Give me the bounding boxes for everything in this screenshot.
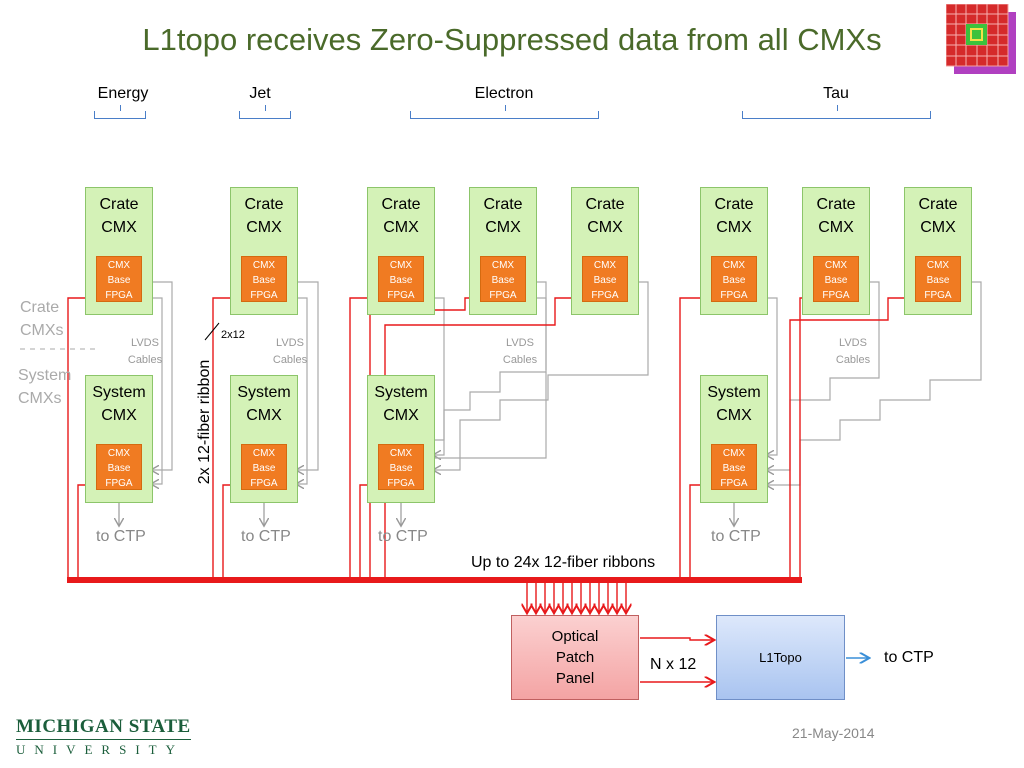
crate-cmx-tau-3: Crate CMX CMX Base FPGA — [904, 187, 972, 315]
crate-cmx-energy: Crate CMX CMX Base FPGA — [85, 187, 153, 315]
group-label-energy: Energy — [97, 85, 149, 102]
date-label: 21-May-2014 — [792, 725, 875, 741]
lvds-cables-label: LVDS Cables — [502, 337, 538, 366]
optical-patch-panel: Optical Patch Panel — [511, 615, 639, 700]
system-cmx-label: System CMX — [374, 384, 428, 424]
system-cmx-energy: System CMX CMX Base FPGA — [85, 375, 153, 503]
crate-cmx-electron-3: Crate CMX CMX Base FPGA — [571, 187, 639, 315]
crate-cmx-label: Crate CMX — [99, 196, 139, 236]
fiber-ribbon-label: 2x 12-fiber ribbon — [196, 359, 213, 485]
cmx-base-fpga: CMX Base FPGA — [711, 256, 757, 302]
brace-energy — [94, 105, 146, 119]
to-ctp-label: to CTP — [96, 528, 146, 545]
system-cmx-label: System CMX — [707, 384, 761, 424]
l1topo-box: L1Topo — [716, 615, 845, 700]
crate-cmx-label: Crate CMX — [714, 196, 754, 236]
system-cmxs-label: System CMXs — [18, 367, 72, 407]
patch-panel-inputs — [527, 583, 626, 612]
page-title: L1topo receives Zero-Suppressed data fro… — [142, 22, 882, 57]
crate-cmx-tau-2: Crate CMX CMX Base FPGA — [802, 187, 870, 315]
l1topo-to-ctp-label: to CTP — [884, 649, 934, 666]
lvds-cables-label: LVDS Cables — [272, 337, 308, 366]
lvds-cables-label: LVDS Cables — [127, 337, 163, 366]
fiber-ribbons — [67, 297, 913, 580]
crate-cmx-electron-1: Crate CMX CMX Base FPGA — [367, 187, 435, 315]
university-line2: UNIVERSITY — [16, 739, 191, 758]
system-cmx-jet: System CMX CMX Base FPGA — [230, 375, 298, 503]
brace-electron — [410, 105, 599, 119]
group-label-tau: Tau — [823, 85, 849, 102]
cmx-base-fpga: CMX Base FPGA — [378, 444, 424, 490]
university-logo: MICHIGAN STATE UNIVERSITY — [16, 716, 191, 758]
crate-cmx-label: Crate CMX — [381, 196, 421, 236]
n-x-12-label: N x 12 — [650, 656, 697, 673]
crate-cmx-jet: Crate CMX CMX Base FPGA — [230, 187, 298, 315]
cmx-base-fpga: CMX Base FPGA — [480, 256, 526, 302]
crate-cmxs-label: Crate CMXs — [20, 299, 64, 339]
crate-cmx-label: Crate CMX — [483, 196, 523, 236]
crate-cmx-label: Crate CMX — [244, 196, 284, 236]
brace-jet — [239, 105, 291, 119]
cmx-base-fpga: CMX Base FPGA — [915, 256, 961, 302]
cmx-base-fpga: CMX Base FPGA — [813, 256, 859, 302]
to-ctp-label: to CTP — [378, 528, 428, 545]
group-label-jet: Jet — [249, 85, 271, 102]
university-line1: MICHIGAN STATE — [16, 716, 191, 737]
cmx-base-fpga: CMX Base FPGA — [711, 444, 757, 490]
system-cmx-electron: System CMX CMX Base FPGA — [367, 375, 435, 503]
cmx-base-fpga: CMX Base FPGA — [96, 256, 142, 302]
group-label-electron: Electron — [474, 85, 534, 102]
cmx-base-fpga: CMX Base FPGA — [96, 444, 142, 490]
crate-cmx-electron-2: Crate CMX CMX Base FPGA — [469, 187, 537, 315]
cmx-base-fpga: CMX Base FPGA — [582, 256, 628, 302]
crate-cmx-tau-1: Crate CMX CMX Base FPGA — [700, 187, 768, 315]
ribbons-label: Up to 24x 12-fiber ribbons — [471, 554, 656, 572]
to-ctp-label: to CTP — [241, 528, 291, 545]
system-cmx-label: System CMX — [237, 384, 291, 424]
lvds-cables-label: LVDS Cables — [835, 337, 871, 366]
crate-cmx-label: Crate CMX — [918, 196, 958, 236]
crate-cmx-label: Crate CMX — [585, 196, 625, 236]
fiber-count-label: 2x12 — [221, 329, 245, 341]
crate-cmx-label: Crate CMX — [816, 196, 856, 236]
cmx-base-fpga: CMX Base FPGA — [241, 444, 287, 490]
system-cmx-tau: System CMX CMX Base FPGA — [700, 375, 768, 503]
cmx-base-fpga: CMX Base FPGA — [241, 256, 287, 302]
to-ctp-label: to CTP — [711, 528, 761, 545]
cmx-base-fpga: CMX Base FPGA — [378, 256, 424, 302]
brace-tau — [742, 105, 931, 119]
l1topo-logo — [945, 3, 1018, 76]
system-cmx-label: System CMX — [92, 384, 146, 424]
